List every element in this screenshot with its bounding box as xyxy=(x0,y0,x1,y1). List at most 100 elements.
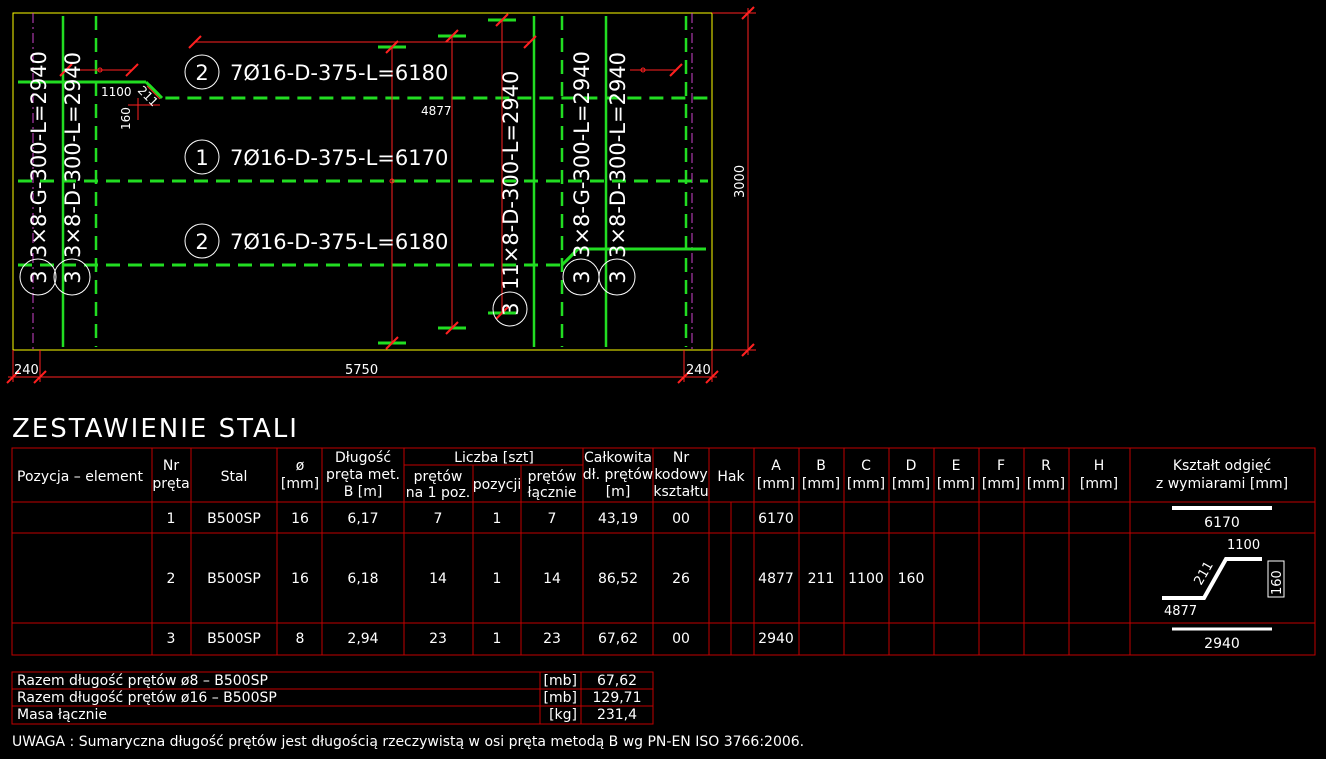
svg-text:B [m]: B [m] xyxy=(344,484,383,500)
table-row: 3 B500SP 8 2,94 23 1 23 67,62 00 2940 xyxy=(167,631,794,647)
svg-text:1: 1 xyxy=(493,571,502,587)
position-mark-2-top-label: 2 xyxy=(195,61,208,85)
svg-text:23: 23 xyxy=(543,631,561,647)
svg-text:43,19: 43,19 xyxy=(598,511,638,527)
svg-text:E: E xyxy=(952,458,961,474)
position-mark-3-b xyxy=(53,258,91,296)
svg-text:z wymiarami [mm]: z wymiarami [mm] xyxy=(1156,476,1288,492)
summary-unit-mass: [kg] xyxy=(549,707,577,723)
bar-pos2-bottom-bend xyxy=(560,247,580,267)
position-mark-2-top xyxy=(184,54,220,90)
vbar-label-mid: 11×8-D-300-L=2940 xyxy=(499,71,523,290)
bar-label-pos2-top: 7Ø16-D-375-L=6180 xyxy=(230,61,448,85)
slab-plan: 2 1 2 3 3 3 3 3 7Ø16-D-375-L=6180 7Ø16-D… xyxy=(12,12,713,351)
dim-240-right-label: 240 xyxy=(686,363,711,378)
summary-unit-fi8: [mb] xyxy=(544,673,577,689)
shape-row2-label-c: 1100 xyxy=(1227,538,1260,553)
position-mark-3-b-label: 3 xyxy=(61,270,85,283)
vbar-label-1: 3×8-G-300-L=2940 xyxy=(27,51,51,258)
schedule-grid xyxy=(11,447,1316,656)
svg-text:[mm]: [mm] xyxy=(281,476,319,492)
svg-text:B: B xyxy=(816,458,826,474)
svg-text:7: 7 xyxy=(548,511,557,527)
dim-211-line xyxy=(146,85,161,100)
svg-text:8: 8 xyxy=(296,631,305,647)
svg-text:14: 14 xyxy=(429,571,447,587)
svg-text:16: 16 xyxy=(291,571,309,587)
header-hak: Hak xyxy=(717,469,745,485)
dim-5750-label: 5750 xyxy=(345,363,378,378)
svg-text:Nr: Nr xyxy=(163,458,179,474)
svg-text:A: A xyxy=(771,458,781,474)
position-mark-3-d xyxy=(598,258,636,296)
slab-outline xyxy=(12,12,713,351)
svg-text:B500SP: B500SP xyxy=(207,631,261,647)
svg-text:Długość: Długość xyxy=(335,450,391,466)
shape-row2-bar xyxy=(1162,557,1262,600)
header-liczba: Liczba [szt] xyxy=(454,450,534,466)
svg-text:łącznie: łącznie xyxy=(528,485,577,501)
svg-text:pręta met.: pręta met. xyxy=(326,467,400,483)
svg-text:prętów: prętów xyxy=(414,469,463,485)
svg-text:B500SP: B500SP xyxy=(207,571,261,587)
position-mark-3-mid xyxy=(492,291,528,327)
summary-label-fi16: Razem długość prętów ø16 – B500SP xyxy=(17,690,277,706)
svg-text:67,62: 67,62 xyxy=(598,631,638,647)
svg-text:[mm]: [mm] xyxy=(802,476,840,492)
svg-text:14: 14 xyxy=(543,571,561,587)
svg-text:26: 26 xyxy=(672,571,690,587)
svg-text:Kształt odgięć: Kształt odgięć xyxy=(1173,458,1271,474)
svg-text:3: 3 xyxy=(167,631,176,647)
shape-row2-label-d: 160 xyxy=(1270,570,1285,595)
dim-3000-label: 3000 xyxy=(733,165,748,198)
position-mark-3-c-label: 3 xyxy=(570,270,594,283)
svg-text:6,18: 6,18 xyxy=(347,571,378,587)
svg-text:Całkowita: Całkowita xyxy=(584,450,652,466)
svg-text:00: 00 xyxy=(672,511,690,527)
svg-text:[mm]: [mm] xyxy=(847,476,885,492)
vbar-label-2: 3×8-D-300-L=2940 xyxy=(61,52,85,258)
position-mark-2-bottom-label: 2 xyxy=(195,230,208,254)
svg-text:D: D xyxy=(906,458,917,474)
svg-text:2: 2 xyxy=(167,571,176,587)
shape-row1-label: 6170 xyxy=(1204,515,1240,531)
summary-value-mass: 231,4 xyxy=(597,707,637,723)
summary-value-fi16: 129,71 xyxy=(593,690,642,706)
svg-text:[mm]: [mm] xyxy=(937,476,975,492)
svg-text:dł. prętów: dł. prętów xyxy=(583,467,654,483)
svg-text:6170: 6170 xyxy=(758,511,794,527)
summary-unit-fi16: [mb] xyxy=(544,690,577,706)
bar-label-pos2-bottom: 7Ø16-D-375-L=6180 xyxy=(230,230,448,254)
shape-row2-label-a: 4877 xyxy=(1164,604,1197,619)
svg-text:23: 23 xyxy=(429,631,447,647)
shape-row3-label: 2940 xyxy=(1204,636,1240,652)
svg-text:16: 16 xyxy=(291,511,309,527)
summary-label-mass: Masa łącznie xyxy=(17,707,107,723)
svg-text:kodowy: kodowy xyxy=(654,467,707,483)
summary-value-fi8: 67,62 xyxy=(597,673,637,689)
svg-text:[mm]: [mm] xyxy=(1027,476,1065,492)
svg-text:B500SP: B500SP xyxy=(207,511,261,527)
svg-text:1100: 1100 xyxy=(848,571,884,587)
schedule-note: UWAGA : Sumaryczna długość prętów jest d… xyxy=(12,734,804,750)
svg-text:2,94: 2,94 xyxy=(347,631,378,647)
header-pozycja: Pozycja – element xyxy=(17,469,143,485)
position-mark-3-d-label: 3 xyxy=(606,270,630,283)
vbar-label-4: 3×8-D-300-L=2940 xyxy=(606,52,630,258)
position-mark-1-label: 1 xyxy=(195,146,208,170)
position-mark-2-bottom xyxy=(184,223,220,259)
table-row: 1 B500SP 16 6,17 7 1 7 43,19 00 6170 xyxy=(167,511,794,527)
schedule-header: Pozycja – element Nr pręta Stal ø [mm] D… xyxy=(17,450,1288,501)
svg-text:[mm]: [mm] xyxy=(1080,476,1118,492)
vbar-label-3: 3×8-G-300-L=2940 xyxy=(570,51,594,258)
dim-4877-label: 4877 xyxy=(421,104,452,118)
svg-text:211: 211 xyxy=(808,571,835,587)
svg-text:6,17: 6,17 xyxy=(347,511,378,527)
svg-text:ø: ø xyxy=(296,458,305,474)
svg-text:1: 1 xyxy=(493,511,502,527)
svg-text:H: H xyxy=(1094,458,1105,474)
svg-text:2940: 2940 xyxy=(758,631,794,647)
table-row: 2 B500SP 16 6,18 14 1 14 86,52 26 4877 2… xyxy=(167,571,925,587)
svg-text:pręta: pręta xyxy=(152,476,189,492)
